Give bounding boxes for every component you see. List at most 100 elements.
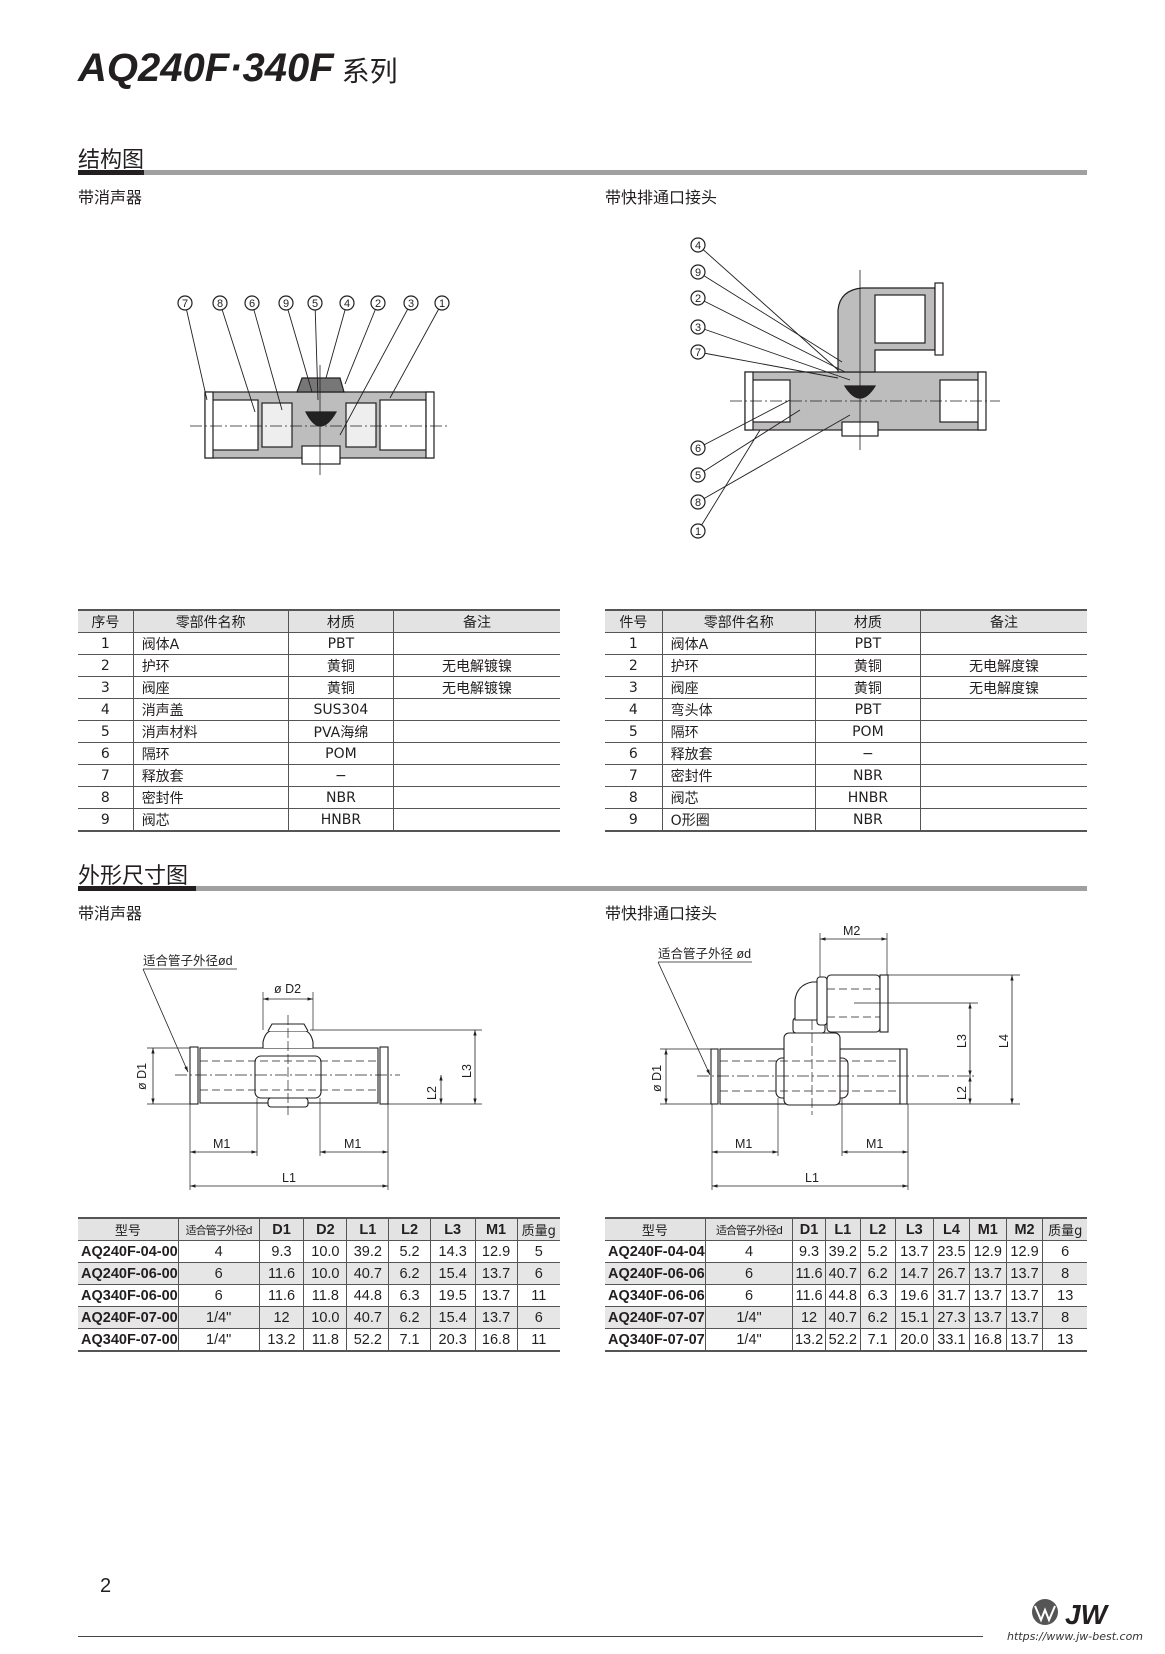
l3-label: L3 bbox=[460, 1064, 474, 1078]
table-cell: 8 bbox=[1042, 1262, 1087, 1285]
table-cell: 40.7 bbox=[824, 1262, 861, 1285]
column-header: M2 bbox=[1005, 1217, 1043, 1241]
table-cell: 13.7 bbox=[968, 1262, 1007, 1285]
l2-label: L2 bbox=[425, 1086, 439, 1100]
table-cell: 13.7 bbox=[474, 1284, 518, 1307]
tube-od-label: 适合管子外径 ød bbox=[658, 946, 751, 961]
table-cell: 40.7 bbox=[824, 1306, 861, 1329]
column-header: L2 bbox=[859, 1217, 896, 1241]
jw-logo: JW bbox=[1032, 1599, 1110, 1630]
part-callout: 3 bbox=[339, 295, 419, 436]
table-cell: PVA海绵 bbox=[287, 720, 394, 743]
table-cell: 11.8 bbox=[303, 1284, 347, 1307]
table-cell: 6.3 bbox=[388, 1284, 431, 1307]
table-cell: HNBR bbox=[814, 786, 921, 809]
table-cell bbox=[920, 742, 1087, 765]
l4-label: L4 bbox=[997, 1034, 1011, 1048]
table-cell: 13 bbox=[1042, 1284, 1087, 1307]
table-header-row: 件号零部件名称材质备注 bbox=[605, 609, 1087, 633]
table-cell: 19.6 bbox=[894, 1284, 934, 1307]
table-cell: 1/4" bbox=[177, 1306, 260, 1329]
d1-label: ø D1 bbox=[135, 1063, 149, 1090]
callout-number: 1 bbox=[695, 526, 701, 538]
column-header: L3 bbox=[894, 1217, 934, 1241]
table-cell: NBR bbox=[287, 786, 394, 809]
table-cell: 无电解镀镍 bbox=[393, 676, 560, 699]
callout-number: 1 bbox=[439, 298, 445, 310]
callout-number: 4 bbox=[344, 298, 350, 310]
website-url[interactable]: https://www.jw-best.com bbox=[1007, 1630, 1144, 1643]
part-callout: 9 bbox=[690, 264, 843, 363]
table-cell: 15.4 bbox=[429, 1306, 476, 1329]
table-cell: 释放套 bbox=[132, 764, 289, 787]
table-cell: 无电解镀镍 bbox=[393, 654, 560, 677]
table-cell: 4 bbox=[605, 698, 663, 721]
table-cell: 7 bbox=[78, 764, 134, 787]
part-callout: 4 bbox=[325, 295, 355, 379]
table-cell: 无电解度镍 bbox=[920, 654, 1087, 677]
table-cell: 2 bbox=[605, 654, 663, 677]
table-cell: 6 bbox=[1042, 1240, 1087, 1263]
dimension-diagram-quick-exhaust bbox=[657, 933, 1020, 1190]
table-cell: 6 bbox=[177, 1262, 260, 1285]
callout-number: 3 bbox=[408, 298, 414, 310]
table-cell: 7.1 bbox=[859, 1328, 896, 1352]
table-cell: 9.3 bbox=[792, 1240, 826, 1263]
table-cell: 31.7 bbox=[933, 1284, 970, 1307]
table-cell: HNBR bbox=[287, 808, 394, 832]
m2-label: M2 bbox=[843, 924, 860, 938]
dimension-labels-left: 适合管子外径ød ø D2 ø D1 L2 L3 M1 M1 L1 bbox=[135, 953, 474, 1185]
table-cell: 20.0 bbox=[894, 1328, 934, 1352]
table-cell: AQ240F-04-04 bbox=[605, 1240, 706, 1263]
table-cell: 弯头体 bbox=[661, 698, 816, 721]
table-cell: 39.2 bbox=[824, 1240, 861, 1263]
table-cell: 6.2 bbox=[859, 1306, 896, 1329]
table-cell: 13.2 bbox=[792, 1328, 826, 1352]
table-cell: 52.2 bbox=[824, 1328, 861, 1352]
table-cell: PBT bbox=[814, 698, 921, 721]
table-cell: − bbox=[814, 742, 921, 765]
table-cell: 无电解度镍 bbox=[920, 676, 1087, 699]
title-model: AQ240F·340F bbox=[78, 46, 334, 90]
table-cell: 40.7 bbox=[346, 1262, 389, 1285]
callout-number: 9 bbox=[695, 267, 701, 279]
dimension-labels-right: 适合管子外径 ød M2 ø D1 L2 L3 L4 M1 M1 L1 bbox=[650, 924, 1011, 1185]
table-cell: 消声盖 bbox=[132, 698, 289, 721]
table-cell: 11 bbox=[516, 1328, 560, 1352]
part-callout: 1 bbox=[690, 429, 761, 539]
table-cell bbox=[393, 742, 560, 765]
table-cell bbox=[393, 764, 560, 787]
table-cell: AQ340F-06-06 bbox=[605, 1284, 706, 1307]
table-cell: NBR bbox=[814, 764, 921, 787]
column-header: M1 bbox=[968, 1217, 1007, 1241]
table-cell: 26.7 bbox=[933, 1262, 970, 1285]
column-header: 零部件名称 bbox=[132, 609, 289, 633]
table-cell bbox=[393, 632, 560, 655]
table-cell: 6.2 bbox=[859, 1262, 896, 1285]
table-cell: 8 bbox=[78, 786, 134, 809]
column-header: 材质 bbox=[814, 609, 921, 633]
callout-number: 6 bbox=[695, 443, 701, 455]
table-cell: AQ240F-06-06 bbox=[605, 1262, 706, 1285]
part-callout: 2 bbox=[690, 290, 846, 373]
table-cell: 5.2 bbox=[859, 1240, 896, 1263]
part-callout: 3 bbox=[690, 319, 851, 381]
table-cell: 阀芯 bbox=[661, 786, 816, 809]
table-cell: 6.2 bbox=[388, 1262, 431, 1285]
part-callout: 5 bbox=[307, 295, 323, 401]
table-cell: 20.3 bbox=[429, 1328, 476, 1352]
table-cell: 40.7 bbox=[346, 1306, 389, 1329]
table-cell: 13.7 bbox=[1005, 1328, 1043, 1352]
table-cell: 4 bbox=[704, 1240, 793, 1263]
section-structure-title: 结构图 bbox=[78, 148, 145, 173]
